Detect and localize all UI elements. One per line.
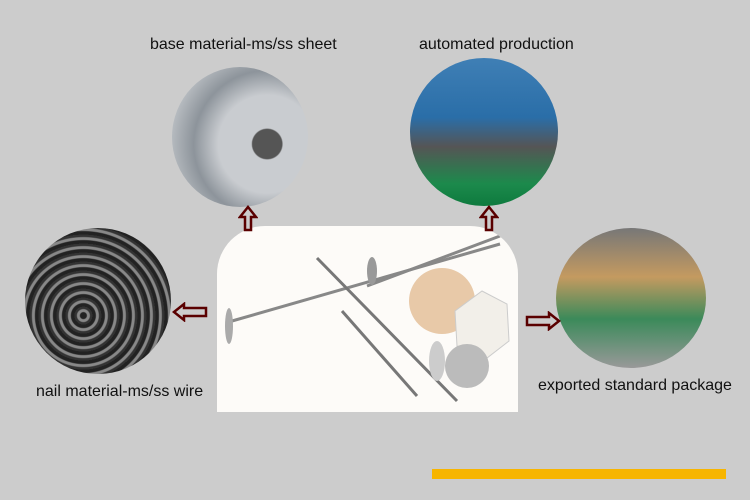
arrow-up-icon xyxy=(479,205,499,232)
package-photo xyxy=(556,228,706,368)
label-production: automated production xyxy=(419,36,574,53)
arrow-left-icon xyxy=(172,302,208,322)
nails-photo xyxy=(217,226,518,412)
accent-bar xyxy=(432,469,726,479)
arrow-right-icon xyxy=(525,311,561,331)
label-package: exported standard package xyxy=(538,377,732,394)
production-photo xyxy=(410,58,558,206)
label-sheet: base material-ms/ss sheet xyxy=(150,36,337,53)
arrow-up-icon xyxy=(238,205,258,232)
sheet-photo xyxy=(172,67,308,207)
insulation-nails-illustration xyxy=(225,234,510,403)
label-wire: nail material-ms/ss wire xyxy=(36,383,204,400)
wire-photo xyxy=(25,228,171,374)
